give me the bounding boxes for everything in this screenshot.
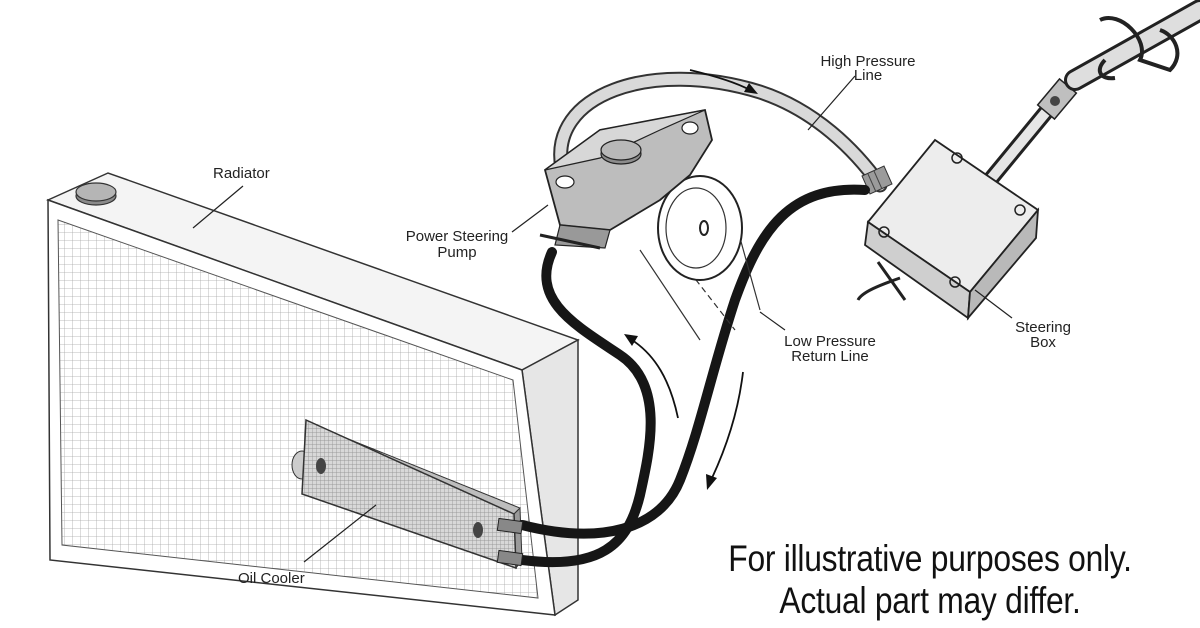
leader-lines — [192, 75, 1013, 563]
radiator-cap-icon — [75, 182, 117, 206]
label-power-steering-pump-line2: Pump — [437, 244, 476, 261]
disclaimer-line-2: Actual part may differ. — [779, 580, 1081, 621]
label-high-pressure-line: High Pressure — [820, 53, 915, 70]
label-power-steering-pump: Power Steering — [406, 228, 509, 245]
label-radiator: Radiator — [213, 165, 270, 182]
label-steering-box: Steering — [1015, 319, 1071, 336]
disclaimer-line-1: For illustrative purposes only. — [728, 538, 1132, 579]
high-pressure-line — [553, 71, 893, 195]
flow-arrow-icon — [624, 334, 679, 419]
label-low-pressure-return-line-line2: Return Line — [791, 348, 869, 365]
flow-arrow-icon — [706, 371, 744, 490]
label-steering-box-line2: Box — [1030, 334, 1056, 351]
reservoir-cap-icon — [600, 139, 642, 165]
flow-arrow-icon — [689, 69, 758, 94]
hose-fitting-icon — [496, 517, 524, 567]
oil-cooler — [291, 418, 523, 570]
power-steering-pump — [539, 108, 761, 341]
steering-box — [856, 138, 1040, 321]
steering-shaft — [982, 0, 1200, 188]
universal-joint-icon — [1036, 77, 1078, 121]
pump-to-cooler-line — [517, 247, 656, 568]
label-low-pressure-return-line: Low Pressure — [784, 333, 876, 350]
label-high-pressure-line-line2: Line — [854, 67, 882, 84]
label-oil-cooler: Oil Cooler — [238, 570, 305, 587]
